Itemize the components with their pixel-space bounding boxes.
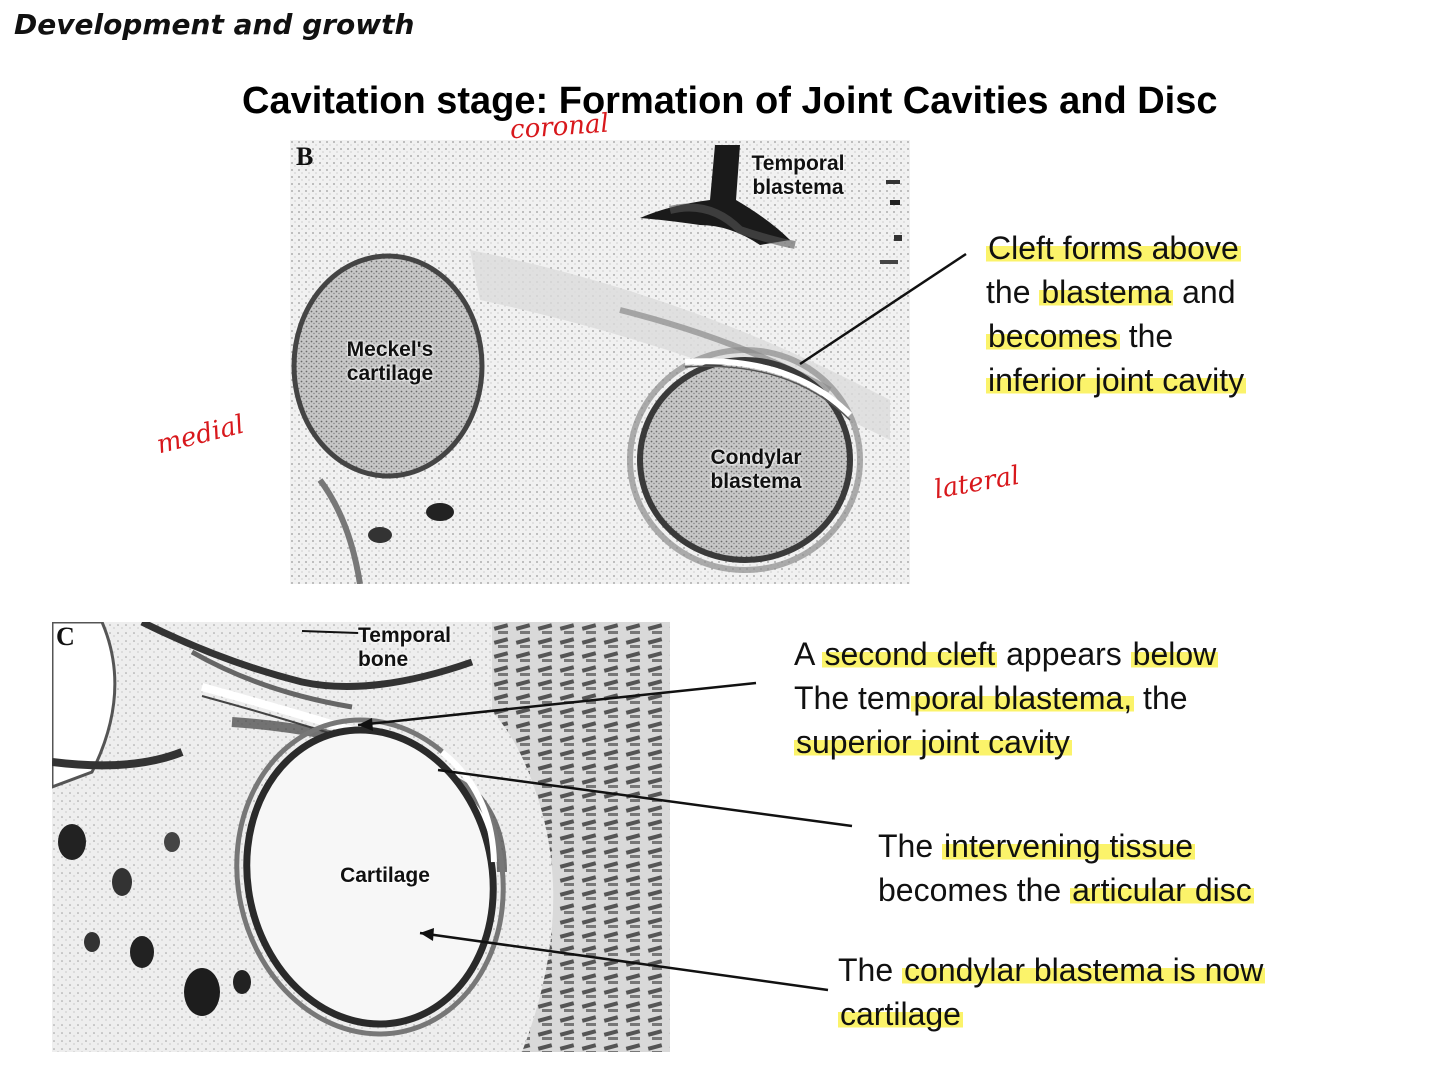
header-title: Development and growth bbox=[14, 8, 415, 41]
note-cleft1-line2a: the bbox=[986, 274, 1040, 310]
note-cleft1-line3a: becomes bbox=[986, 318, 1120, 354]
note-condyle-line1a: The bbox=[838, 952, 903, 988]
note-cleft1-line2c: and bbox=[1173, 274, 1236, 310]
label-meckels-line1: Meckel's bbox=[346, 338, 434, 361]
note-cleft2-line2b: poral blastema, bbox=[911, 680, 1135, 716]
label-meckels-cartilage: Meckel's cartilage bbox=[328, 338, 452, 386]
panel-b-letter: B bbox=[296, 142, 314, 171]
note-disc-line2b: articular disc bbox=[1070, 872, 1254, 908]
note-cleft2-line1c: appears bbox=[997, 636, 1131, 672]
note-cleft2-line1d: below bbox=[1130, 636, 1219, 672]
note-cleft1-line3b: the bbox=[1119, 318, 1174, 354]
note-cleft-inferior: Cleft forms above the blastema and becom… bbox=[986, 226, 1247, 402]
note-disc-line1b: intervening tissue bbox=[942, 828, 1196, 864]
note-cleft-superior: A second cleft appears below The tempora… bbox=[794, 632, 1219, 764]
label-condylar-line1: Condylar bbox=[710, 446, 802, 469]
note-disc-line2a: becomes the bbox=[878, 872, 1071, 908]
note-cleft2-line1b: second cleft bbox=[822, 636, 998, 672]
note-cleft2-line3: superior joint cavity bbox=[794, 724, 1072, 760]
label-temporal-bone-line2: bone bbox=[358, 648, 409, 671]
handwritten-medial: medial bbox=[153, 409, 248, 461]
note-cleft2-line2c: the bbox=[1134, 680, 1188, 716]
note-cleft1-line4: inferior joint cavity bbox=[986, 362, 1247, 398]
label-condylar-blastema: Condylar blastema bbox=[692, 446, 820, 494]
label-condylar-line2: blastema bbox=[710, 470, 802, 493]
slide-title: Cavitation stage: Formation of Joint Cav… bbox=[242, 80, 1218, 122]
note-cleft2-line1a: A bbox=[794, 636, 823, 672]
note-cleft1-line2b: blastema bbox=[1039, 274, 1174, 310]
label-temporal-blastema: Temporal blastema bbox=[738, 152, 858, 200]
note-cleft2-line2a: The tem bbox=[794, 680, 912, 716]
label-meckels-line2: cartilage bbox=[346, 362, 434, 385]
label-temporal-blastema-line1: Temporal bbox=[751, 152, 845, 175]
label-temporal-bone: Temporal bone bbox=[358, 624, 478, 672]
label-temporal-blastema-line2: blastema bbox=[752, 176, 844, 199]
note-condyle-line2: cartilage bbox=[838, 996, 963, 1032]
handwritten-lateral: lateral bbox=[932, 460, 1022, 506]
note-disc-line1a: The bbox=[878, 828, 943, 864]
label-cartilage: Cartilage bbox=[340, 864, 430, 887]
micrograph-panel-c: C Temporal bone Cartilage bbox=[52, 622, 670, 1052]
note-articular-disc: The intervening tissue becomes the artic… bbox=[878, 824, 1254, 912]
micrograph-panel-b: B Temporal blastema Meckel's cartilage C… bbox=[290, 140, 910, 584]
note-cleft1-line1: Cleft forms above bbox=[986, 230, 1241, 266]
note-condyle-line1b: condylar blastema is now bbox=[902, 952, 1266, 988]
note-condyle-cartilage: The condylar blastema is now cartilage bbox=[838, 948, 1266, 1036]
label-temporal-bone-line1: Temporal bbox=[358, 624, 451, 647]
micrograph-c-image bbox=[52, 622, 670, 1052]
panel-c-letter: C bbox=[56, 622, 75, 651]
